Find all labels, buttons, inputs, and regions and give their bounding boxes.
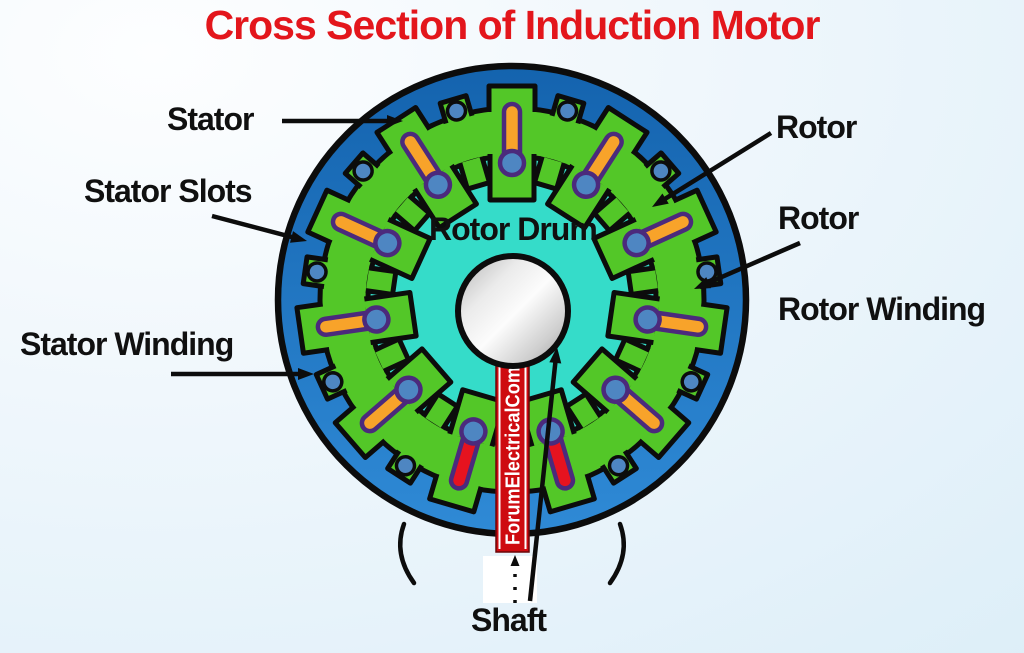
label-rotor-lower: Rotor [778,200,859,236]
rotor-tooth [591,193,632,234]
rotor-tooth [365,265,399,297]
shaft-tick-arrow-head [510,555,520,566]
stator-winding-dot [394,454,417,477]
label-rotor-drum: Rotor Drum [429,211,598,247]
stator-tooth [313,363,348,402]
winding-end-dot [373,228,402,258]
rotor-upper-arrow [660,131,773,203]
rotor-winding-bar [571,131,624,199]
stator-tooth [437,93,475,125]
rotor-tooth [612,336,651,374]
page-title: Cross Section of Induction Motor [204,2,821,48]
label-shaft: Shaft [471,602,547,638]
label-rotor-winding: Rotor Winding [778,291,986,327]
label-rotor-upper: Rotor [776,109,857,145]
stator-slot-tab [694,301,730,356]
stator-winding-dot [445,100,468,122]
winding-end-dot [394,375,423,404]
rotor-winding-bar [330,211,402,258]
winding-end-dot [633,305,662,334]
rotor-winding-bar [622,211,694,258]
winding-end-dot [423,170,453,199]
shaft-arrow-head [549,347,562,364]
winding-end-dot [362,305,391,334]
stator-slot-tab [332,403,387,461]
rotor-lower-arrow-head [694,277,712,289]
label-stator-winding: Stator Winding [20,326,234,362]
stator-winding-dot [556,100,579,122]
stator-slot-tab [672,187,719,246]
watermark-strip [495,359,530,553]
stator-slots-arrow-head [289,231,307,243]
winding-end-dot [497,148,527,178]
white-patch [483,556,537,603]
stator-winding-arrow-head [298,368,314,380]
rotor-tooth [392,193,433,234]
rotor-winding-bar [359,375,423,434]
stator-tooth [676,363,711,402]
label-stator: Stator [167,101,254,137]
motor-foot-curve [397,521,417,586]
winding-end-dot [601,375,630,404]
stator-arrow-head [387,115,403,127]
stator-winding-dot [607,454,630,477]
stator-winding-dot [352,160,374,182]
stator-tooth [300,254,329,290]
rotor-tooth [421,391,460,431]
winding-end-dot [459,417,488,446]
stator-slot-tab [486,83,538,112]
rotor-winding-bar [536,417,576,491]
stator-slots-arrow [211,213,297,241]
winding-end-dot [571,170,601,199]
rotor-winding-bar [497,101,527,178]
stator-slot-tab [592,105,650,156]
rotor-tooth [531,155,567,192]
winding-end-dot [622,228,651,258]
watermark-text: ForumElectricalCom [503,367,525,545]
label-stator-slots: Stator Slots [84,173,253,209]
rotor-winding-bar [633,305,709,338]
stator-tooth [342,150,381,189]
stator-winding-dot [322,371,344,393]
rotor-winding-bar [448,417,488,491]
rotor-winding-bar [601,375,665,434]
motor-foot-curve [607,521,627,586]
stator-winding-dot [306,261,328,283]
rotor-lower-arrow [703,240,801,287]
rotor-tooth [625,265,659,297]
rotor-tooth [564,391,603,431]
stator-winding-dot [650,160,672,182]
rotor-tooth [373,336,412,374]
rotor-tooth [457,155,493,192]
rotor-upper-arrow-head [652,193,669,207]
shaft [455,253,571,369]
stator-tooth [600,449,639,486]
shaft-arrow [527,357,559,602]
stator-slot-tab [637,403,692,461]
stator-winding-dot [680,371,702,393]
stator-tooth [385,449,424,486]
stator-slot-tab [294,301,330,356]
stator-slot-tab [305,187,352,246]
rotor-winding-bar [315,305,391,338]
rotor-winding-bar [400,131,453,199]
stator-tooth [549,93,587,125]
stator-tooth [643,150,682,189]
